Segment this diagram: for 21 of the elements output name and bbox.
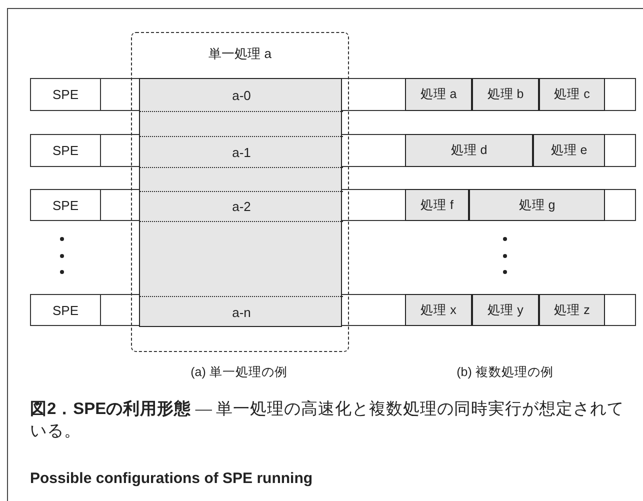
process-box: 処理 x — [405, 294, 472, 326]
processing-block — [139, 78, 342, 327]
process-box: 処理 a — [405, 78, 472, 111]
segment-cell: a-n — [140, 296, 343, 328]
process-box: 処理 g — [469, 189, 605, 221]
dashed-group-box — [131, 32, 349, 352]
segment-cell: a-2 — [140, 191, 343, 222]
process-box: 処理 z — [539, 294, 605, 326]
segment-cell: a-1 — [140, 136, 343, 168]
group-heading: 単一処理 a — [208, 45, 272, 63]
process-box: 処理 e — [533, 134, 605, 167]
sub-caption: (a) 単一処理の例 — [190, 364, 288, 381]
process-box: 処理 b — [472, 78, 539, 111]
english-caption: Possible configurations of SPE running — [30, 470, 313, 487]
process-box: 処理 f — [405, 189, 469, 221]
figure-caption: 図2．SPEの利用形態 — 単一処理の高速化と複数処理の同時実行が想定されている。 — [30, 398, 625, 442]
segment-cell: a-0 — [140, 79, 343, 112]
sub-caption: (b) 複数処理の例 — [456, 364, 554, 381]
process-box: 処理 y — [472, 294, 539, 326]
process-box: 処理 c — [539, 78, 605, 111]
process-box: 処理 d — [405, 134, 533, 167]
